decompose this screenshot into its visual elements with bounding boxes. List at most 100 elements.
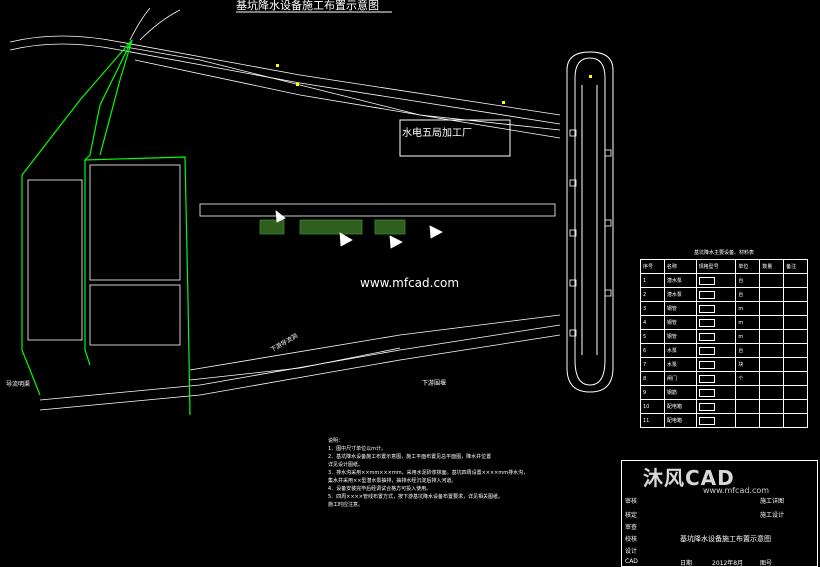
- table-cell: 个: [735, 371, 761, 386]
- table-cell: [695, 315, 737, 330]
- table-cell: [759, 273, 785, 288]
- table-header-row: 序号 名称 规格型号 单位 数量 备注: [640, 259, 808, 274]
- watermark: www.mfcad.com: [360, 276, 460, 290]
- table-cell: 潜水泵: [663, 273, 697, 288]
- tb-stage: 施工详图: [760, 498, 785, 505]
- table-cell: 台: [735, 273, 761, 288]
- tb-date-value: 2012年8月: [712, 560, 744, 567]
- table-cell: 8: [640, 371, 665, 386]
- table-cell: m: [735, 301, 761, 316]
- table-cell: 3: [640, 301, 665, 316]
- upper-road-yellow-marks: [276, 64, 592, 104]
- tb-row-label: 审查: [625, 524, 638, 531]
- table-cell: 1: [640, 273, 665, 288]
- table-header-cell: 规格型号: [695, 259, 737, 274]
- legend-symbol-icon: [698, 402, 715, 411]
- tb-project: 施工设计: [760, 512, 785, 519]
- factory-label: 水电五局加工厂: [402, 128, 472, 139]
- table-header-cell: 数量: [759, 259, 785, 274]
- notes-heading: 说明：: [328, 438, 344, 444]
- table-cell: 钢管: [663, 301, 697, 316]
- notes-line: 2．基坑降水设备施工布置示意图，施工平面布置见总平面图，降水井位置: [328, 454, 492, 460]
- table-cell: [759, 399, 785, 414]
- table-cell: [695, 343, 737, 358]
- table-cell: [695, 371, 737, 386]
- table-cell: 台: [735, 343, 761, 358]
- road-label-1: 下游导流洞: [269, 332, 299, 354]
- green-boundary: [21, 39, 191, 416]
- legend-symbol-icon: [698, 318, 715, 327]
- notes-line: 集水井采用××型潜水泵抽排，抽排水经沉淀后排入河道。: [328, 478, 457, 484]
- notes-line: 1．图中尺寸单位以m计。: [328, 446, 387, 452]
- table-cell: [759, 287, 785, 302]
- table-cell: [695, 399, 737, 414]
- road-label-2: 下游围堰: [422, 379, 446, 387]
- legend-symbol-icon: [698, 374, 715, 383]
- table-cell: 钢筋: [663, 385, 697, 400]
- table-cell: [759, 301, 785, 316]
- table-cell: [783, 357, 808, 372]
- legend-symbol-icon: [698, 332, 715, 341]
- right-side-marks: [569, 129, 612, 337]
- legend-symbol-icon: [698, 346, 715, 355]
- table-cell: [783, 371, 808, 386]
- table-cell: 11: [640, 413, 665, 428]
- notes-line: 5．四周××××管线布置方式，按下游基坑降水设备布置要求，详见相关图纸。: [328, 494, 503, 500]
- table-cell: [783, 273, 808, 288]
- notes-block: 说明： 1．图中尺寸单位以m计。 2．基坑降水设备施工布置示意图，施工平面布置见…: [328, 437, 598, 509]
- left-road-label: 导流明渠: [6, 380, 30, 388]
- table-header-cell: 备注: [783, 259, 808, 274]
- table-cell: [783, 399, 808, 414]
- tb-row-label: 核定: [625, 512, 638, 519]
- table-cell: [783, 413, 808, 428]
- table-cell: [695, 413, 737, 428]
- table-cell: [695, 385, 737, 400]
- table-cell: 6: [640, 343, 665, 358]
- table-cell: [783, 315, 808, 330]
- table-cell: 水泵: [663, 357, 697, 372]
- table-cell: m: [735, 315, 761, 330]
- tb-row-label: 审核: [625, 498, 638, 505]
- drawing-title: 基坑降水设备施工布置示意图: [236, 0, 379, 12]
- notes-line: 3．排水沟采用××mm×××mm，采用水泥砂浆抹面。基坑四周设置××××mm排水…: [328, 470, 529, 476]
- tb-row-label: 校核: [625, 536, 638, 543]
- upper-road: [9, 7, 561, 139]
- table-cell: 10: [640, 399, 665, 414]
- table-cell: 9: [640, 385, 665, 400]
- table-cell: [759, 413, 785, 428]
- table-cell: m: [735, 329, 761, 344]
- brand-url: www.mfcad.com: [703, 486, 770, 495]
- legend-symbol-icon: [698, 304, 715, 313]
- table-cell: [783, 287, 808, 302]
- tb-date-label: 日期: [680, 560, 693, 567]
- table-cell: [735, 385, 761, 400]
- table-cell: [759, 371, 785, 386]
- legend-symbol-icon: [698, 388, 715, 397]
- table-cell: [735, 413, 761, 428]
- table-cell: [759, 343, 785, 358]
- table-cell: [783, 301, 808, 316]
- table-cell: 7: [640, 357, 665, 372]
- legend-symbol-icon: [698, 360, 715, 369]
- tb-number-label: 图号: [760, 560, 773, 567]
- notes-line: 施工时应注意。: [328, 502, 364, 508]
- table-cell: [695, 329, 737, 344]
- table-cell: [695, 273, 737, 288]
- table-cell: 潜水泵: [663, 287, 697, 302]
- right-curved-road: [566, 51, 614, 393]
- table-cell: [695, 357, 737, 372]
- lower-road: [39, 314, 561, 411]
- table-header-cell: 单位: [735, 259, 761, 274]
- table-cell: [759, 315, 785, 330]
- legend-symbol-icon: [698, 416, 715, 425]
- table-cell: [735, 399, 761, 414]
